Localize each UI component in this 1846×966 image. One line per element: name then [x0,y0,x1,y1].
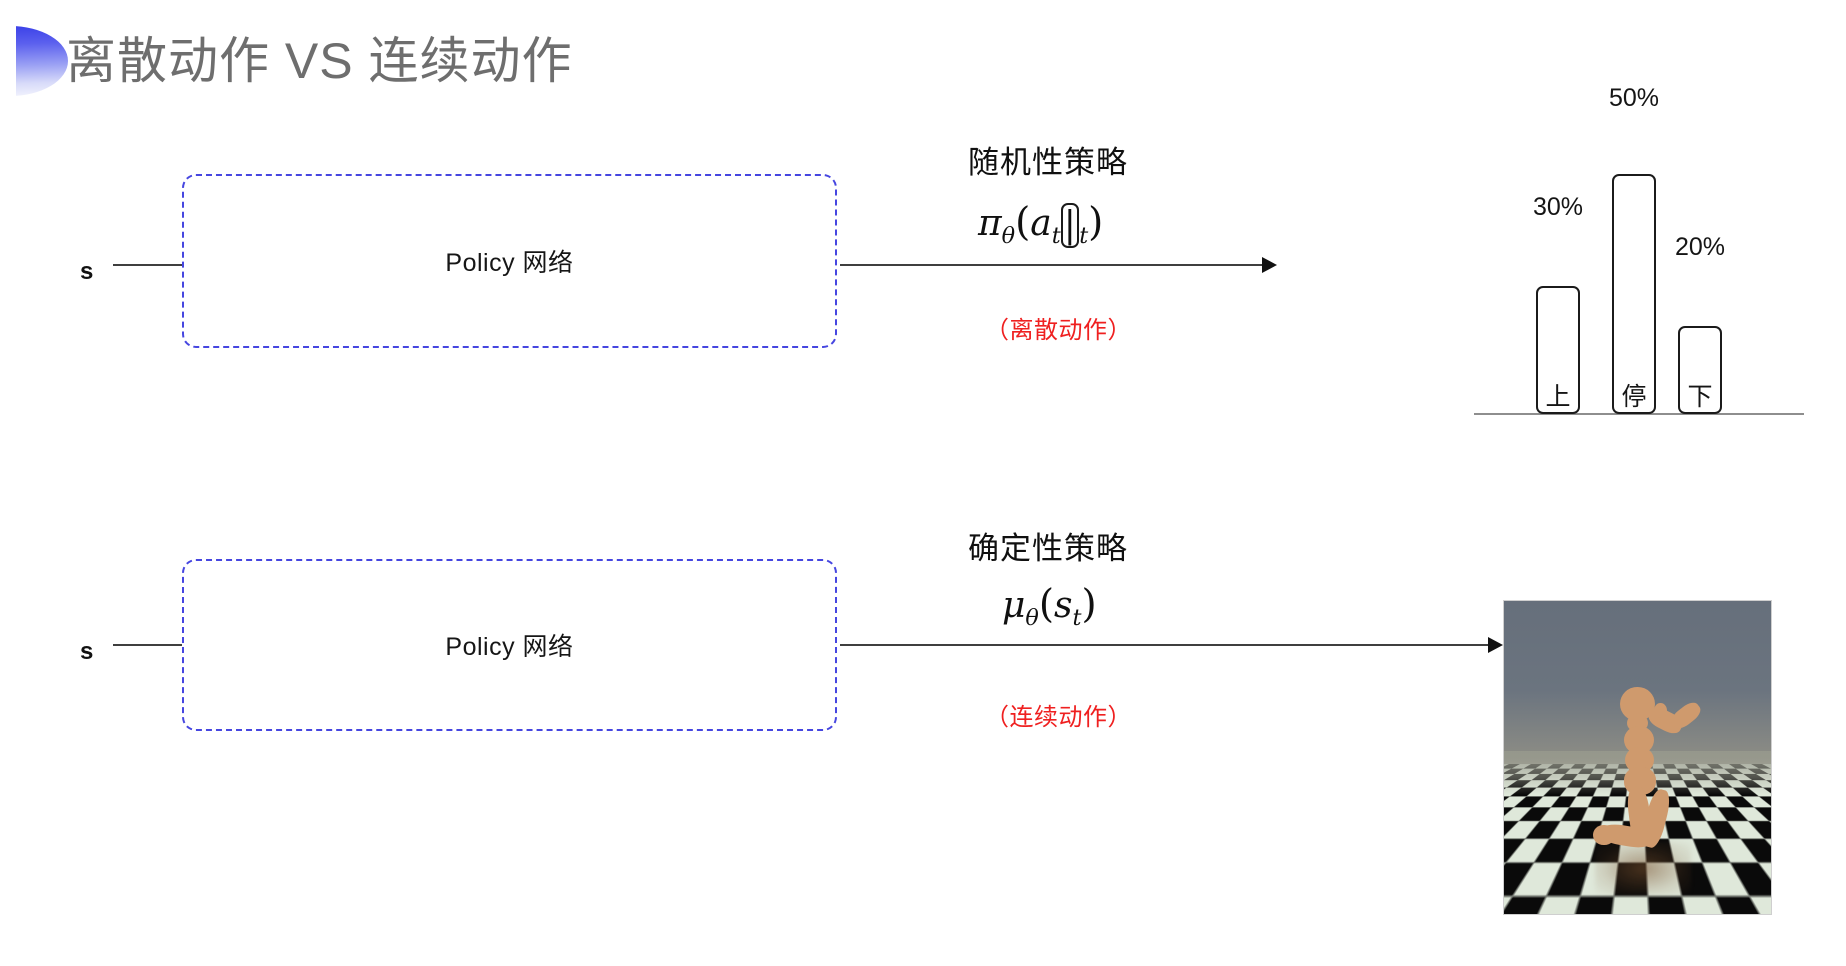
bar-value-0: 30% [1532,193,1584,221]
policy-network-label: Policy 网络 [445,633,574,661]
bar-value-1: 50% [1608,84,1660,112]
formula-head-subscript: θ [1001,223,1016,250]
continuous-action-note: （连续动作） [985,704,1132,731]
formula-open-paren: ( [1038,582,1055,627]
page-title: 离散动作 VS 连续动作 [66,33,573,89]
discrete-action-note: （离散动作） [985,317,1132,344]
bar-category-2: 下 [1687,383,1713,411]
action-probability-bar-chart: 30% 上 50% 停 20% 下 [1474,84,1804,415]
policy-output-arrow-continuous [840,637,1503,653]
sim-figure-shadow [1594,842,1691,896]
bar-0 [1536,286,1580,414]
deterministic-policy-label: 确定性策略 [968,531,1128,566]
formula-head: π [978,203,1002,244]
humanoid-simulation-image [1503,600,1772,915]
continuous-action-row: s Policy 网络 确定性策略 μθ(st) （连续动作） [0,530,1846,930]
formula-arg1-subscript: t [1051,223,1061,250]
formula-arg2-subscript: t [1079,223,1089,250]
stochastic-policy-formula: πθ(at|st) [978,200,1103,249]
stochastic-policy-label: 随机性策略 [968,145,1128,180]
state-input-label-continuous: s [80,638,94,665]
sim-figure-hand [1653,702,1667,719]
policy-network-label: Policy 网络 [445,249,574,277]
formula-open-paren: ( [1015,200,1031,245]
sim-figure-foot [1593,824,1615,846]
deterministic-policy-formula: μθ(st) [1002,582,1097,631]
bar-1 [1612,174,1656,414]
chart-x-axis [1474,413,1804,415]
bar-category-1: 停 [1621,383,1647,411]
bar-category-0: 上 [1545,383,1571,411]
formula-bar: | [1060,203,1079,249]
bar-2 [1678,326,1722,414]
title-bullet-icon [10,26,68,96]
formula-arg1: a [1030,203,1052,244]
policy-network-box-discrete[interactable]: Policy 网络 [182,174,837,348]
formula-arg1-subscript: t [1072,605,1082,632]
discrete-action-row: s Policy 网络 随机性策略 πθ(at|st) （离散动作） [0,145,1846,450]
formula-close-paren: ) [1088,200,1104,245]
formula-head-subscript: θ [1025,605,1039,632]
state-input-label-discrete: s [80,258,94,285]
policy-network-box-continuous[interactable]: Policy 网络 [182,559,837,731]
bar-value-2: 20% [1674,233,1726,261]
formula-close-paren: ) [1081,582,1097,627]
policy-output-arrow-discrete [840,257,1277,273]
formula-arg1: s [1054,585,1073,626]
formula-head: μ [1002,585,1026,626]
